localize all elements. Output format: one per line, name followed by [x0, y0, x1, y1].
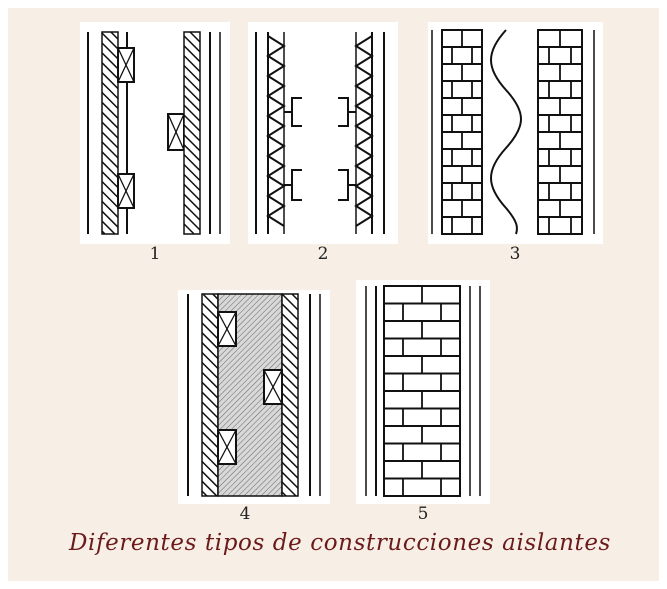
figure-2-number: 2: [317, 244, 329, 264]
figure-3-number: 3: [509, 244, 521, 264]
figure-3-wall-section: [431, 29, 595, 235]
figure-3-panel: [428, 22, 603, 244]
figure-5-number: 5: [417, 504, 429, 524]
diagram-frame: 1 2: [8, 8, 659, 581]
figure-4-wall-section: [187, 293, 321, 497]
figure-4-panel: [178, 290, 330, 504]
figure-2-panel: [248, 22, 398, 244]
figure-1-panel: [80, 22, 230, 244]
figure-1-wall-section: [87, 31, 221, 235]
figure-caption: Diferentes tipos de construcciones aisla…: [69, 530, 611, 556]
brick-coursing: [384, 286, 460, 496]
brick-coursing: [442, 30, 482, 234]
brick-coursing: [538, 30, 582, 234]
figure-2-wall-section: [255, 32, 385, 234]
figure-1-number: 1: [149, 244, 161, 264]
figure-5-panel: [356, 280, 490, 504]
figure-5-wall-section: [365, 285, 481, 497]
figure-4-number: 4: [239, 504, 251, 524]
